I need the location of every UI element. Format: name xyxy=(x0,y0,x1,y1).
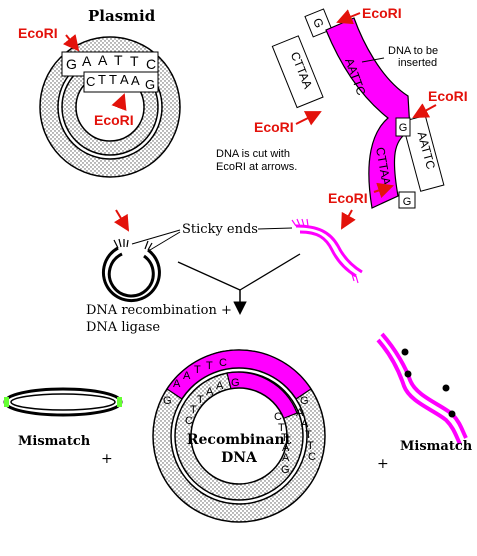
recombinant-left-g-outer: G xyxy=(163,395,172,407)
mismatch-dot xyxy=(402,349,409,356)
base: A xyxy=(173,378,181,390)
mismatch-green-mark-left xyxy=(4,397,9,407)
recombinant-dna: A A T T C G C T T A A G A A T T C G C T … xyxy=(153,350,325,522)
base: T xyxy=(114,52,123,68)
mismatch-dot xyxy=(443,385,450,392)
insert-label-line2: inserted xyxy=(398,57,437,69)
base: T xyxy=(98,72,106,87)
recombinant-title-line1: Recombinant xyxy=(187,432,292,448)
recombinant-right-g-outer: G xyxy=(300,395,309,407)
base: T xyxy=(130,53,139,69)
base: T xyxy=(190,404,197,416)
base: T xyxy=(109,72,117,87)
mismatch-green-mark-right xyxy=(117,397,122,407)
mismatch-plasmid-inner xyxy=(11,394,115,410)
base: A xyxy=(120,72,129,87)
mismatch-dot xyxy=(449,411,456,418)
mismatch-insert-strands xyxy=(378,334,466,444)
base: C xyxy=(185,415,193,427)
cut-note-line1: DNA is cut with xyxy=(216,148,290,160)
plus-left: + xyxy=(101,451,113,467)
sticky-ends-leader-right xyxy=(258,228,292,229)
mismatch-left-label: Mismatch xyxy=(18,434,91,449)
ecori-label-insert-right: EcoRI xyxy=(428,88,468,104)
base: T xyxy=(194,364,201,376)
sticky-ends-label: Sticky ends xyxy=(182,222,258,237)
ecori-label-insert-left: EcoRI xyxy=(254,119,294,135)
recombinant-left-g-inner: G xyxy=(231,377,240,389)
base: A xyxy=(282,452,290,464)
ligation-line1: DNA recombination + xyxy=(86,303,232,318)
plasmid-sticky-end-bristles xyxy=(114,239,152,250)
ecori-label-insert-top: EcoRI xyxy=(362,5,402,21)
ligation-step: DNA recombination + DNA ligase xyxy=(86,254,300,335)
merge-line-right xyxy=(240,254,300,290)
mismatch-plasmid-outer xyxy=(5,389,121,415)
base: C xyxy=(308,451,316,463)
ecori-label-plasmid-top: EcoRI xyxy=(18,25,58,41)
mismatch-left: Mismatch + xyxy=(4,389,122,467)
insert-bottom-g: G xyxy=(403,196,412,208)
base: T xyxy=(206,360,213,372)
ecori-label-plasmid-bottom: EcoRI xyxy=(94,112,134,128)
plus-right: + xyxy=(377,456,389,472)
arrow-insert-to-cut xyxy=(342,210,352,228)
base: C xyxy=(219,357,227,369)
cut-insert-fragment xyxy=(296,226,362,276)
base: A xyxy=(183,370,191,382)
base: A xyxy=(131,73,140,88)
base: A xyxy=(82,53,92,69)
plasmid-title: Plasmid xyxy=(88,7,156,25)
arrow-plasmid-to-open xyxy=(116,210,128,230)
mismatch-right-label: Mismatch xyxy=(400,439,473,454)
ecori-label-insert-low: EcoRI xyxy=(328,190,368,206)
insert-label-line1: DNA to be xyxy=(388,45,438,57)
merge-line-left xyxy=(178,262,240,290)
recombinant-title-line2: DNA xyxy=(221,450,258,466)
recombinant-right-g-inner: G xyxy=(281,464,290,476)
ecori-arrow-insert-left xyxy=(296,112,320,124)
ligation-line2: DNA ligase xyxy=(86,320,160,335)
plasmid: Plasmid G A A T T C C T T A A G EcoRI Ec… xyxy=(18,7,180,177)
opened-plasmid xyxy=(103,248,159,301)
base: T xyxy=(197,394,204,406)
base: A xyxy=(216,380,224,392)
base: G xyxy=(66,56,77,72)
mismatch-dot xyxy=(405,371,412,378)
base: C xyxy=(86,74,95,89)
base: A xyxy=(98,52,108,68)
base: G xyxy=(145,77,155,92)
insert-mid-g: G xyxy=(399,122,408,134)
base: C xyxy=(146,56,156,72)
mismatch-right: Mismatch + xyxy=(377,334,473,472)
base: A xyxy=(206,386,214,398)
cut-note-line2: EcoRI at arrows. xyxy=(216,161,297,173)
sticky-ends-leader-left xyxy=(132,230,180,244)
insert-dna: CTTAA G AATTC CTTAA AATTC G G DNA to be … xyxy=(216,5,468,208)
insert-sticky-end-bristles xyxy=(292,219,358,283)
